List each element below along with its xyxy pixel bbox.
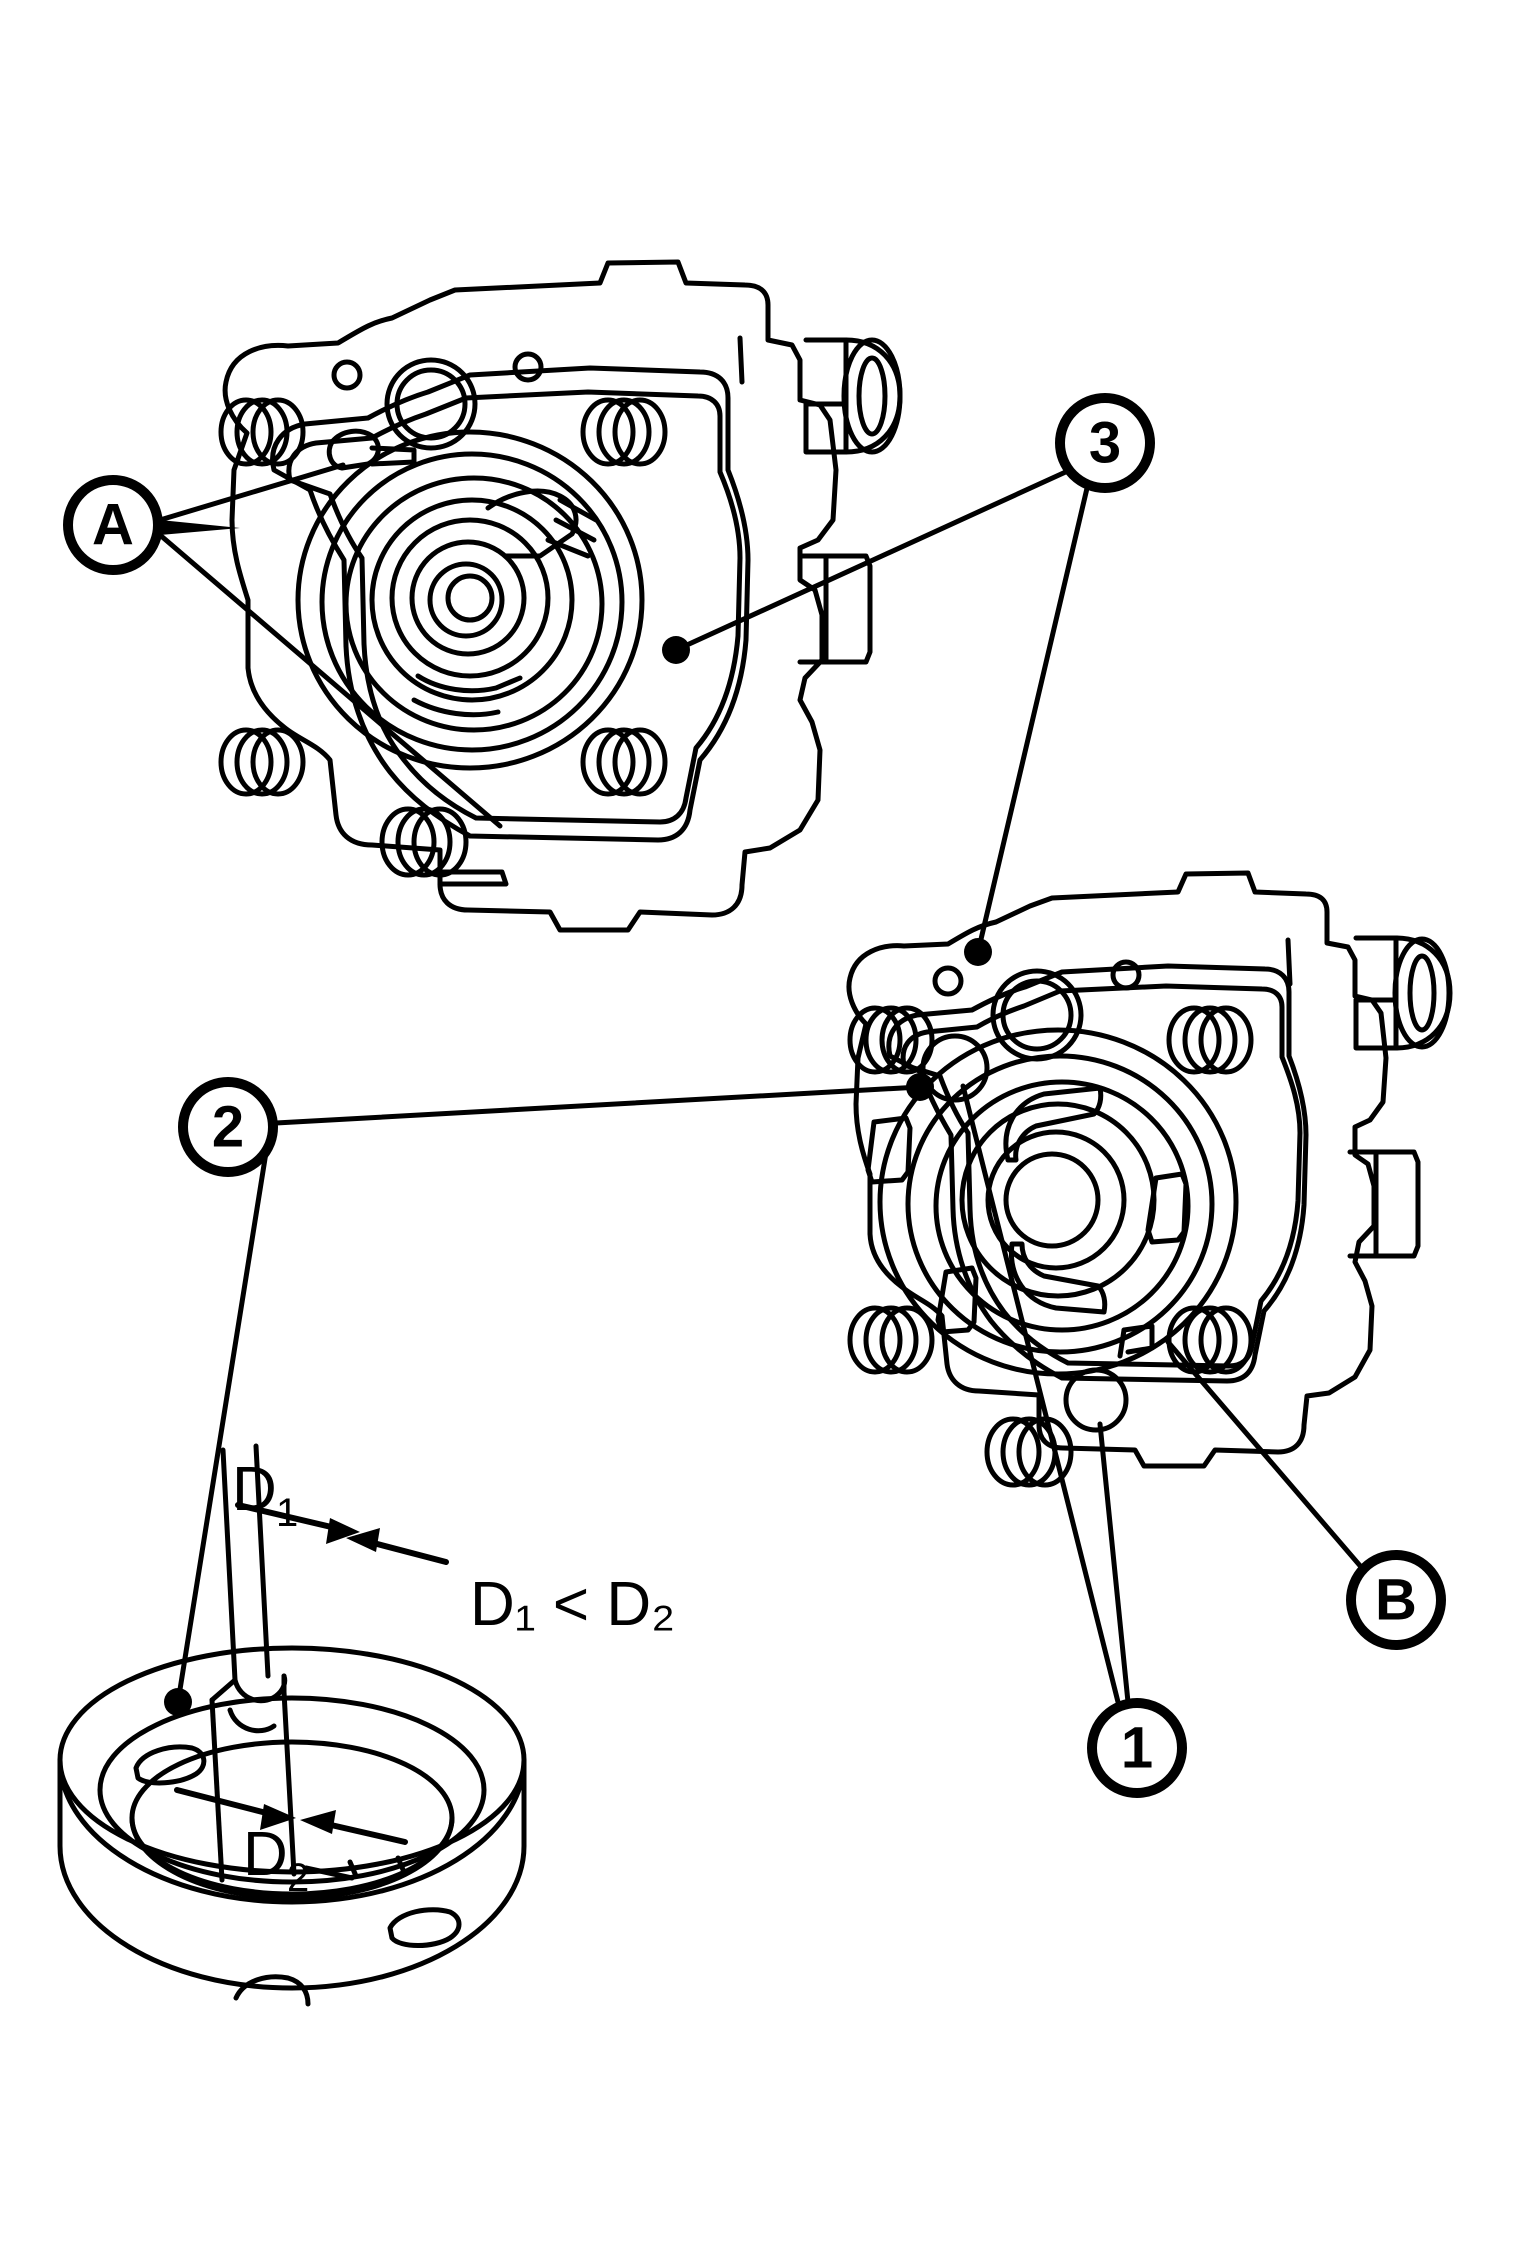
callout-1-label: 1: [1121, 1716, 1153, 1781]
callout-3[interactable]: 3: [1055, 393, 1155, 493]
callout-3-label: 3: [1089, 411, 1121, 476]
dimension-d2: D 2: [243, 1820, 309, 1900]
dimension-d1: D 1: [232, 1455, 298, 1535]
dimension-text-group: D 1 D 2 D₁ < D₂: [232, 1455, 675, 1900]
dimension-relation: D₁ < D₂: [470, 1570, 675, 1639]
callout-b[interactable]: B: [1346, 1550, 1446, 1650]
dimension-d1-base: D: [232, 1455, 277, 1524]
upper-housing: [218, 259, 903, 933]
seal-ring-part: [57, 1443, 527, 2007]
callout-1[interactable]: 1: [1087, 1698, 1187, 1798]
callout-2[interactable]: 2: [178, 1077, 278, 1177]
dimension-d2-base: D: [243, 1820, 288, 1889]
dimension-d1-subscript: 1: [276, 1491, 298, 1535]
lower-housing: [846, 870, 1453, 1488]
callout-b-label: B: [1375, 1568, 1417, 1633]
dimension-d2-subscript: 2: [287, 1856, 309, 1900]
leader-lines: [157, 462, 1365, 1705]
callout-a-label: A: [92, 493, 134, 558]
callout-a[interactable]: A: [63, 475, 163, 575]
callout-2-label: 2: [212, 1095, 244, 1160]
leader-dots: [164, 636, 992, 1716]
callout-group: A B 1 2 3: [63, 393, 1446, 1798]
